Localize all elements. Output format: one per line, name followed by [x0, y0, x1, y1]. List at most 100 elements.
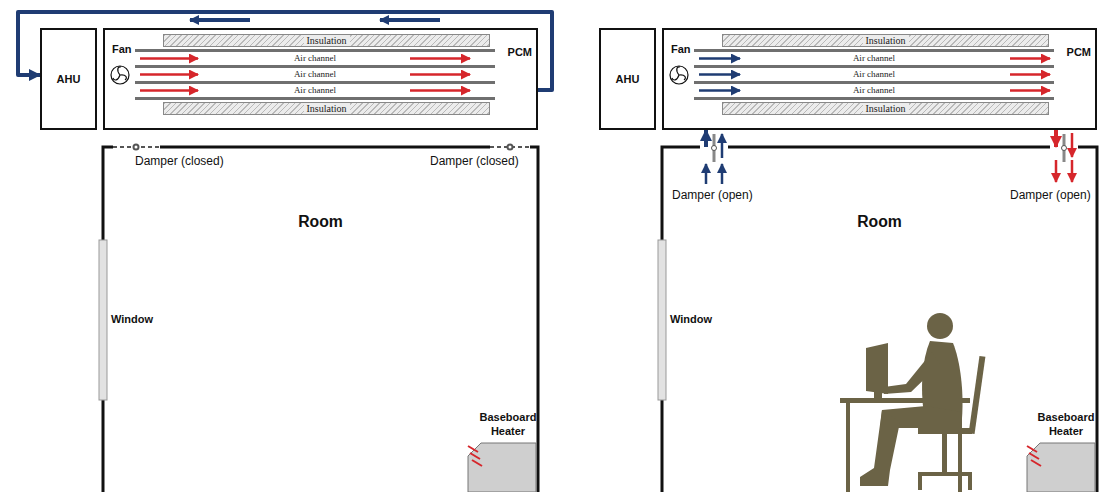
pcm-plenum: PCMInsulationAir channelAir channelAir c… [103, 28, 538, 130]
closed-damper-part [134, 145, 139, 150]
damper-arrows-part [1071, 133, 1074, 157]
return-arrows-part [380, 18, 440, 22]
occupant-at-desk-part [918, 428, 972, 434]
damper-label: Damper (closed) [430, 154, 519, 168]
baseboard-heater-part-part [472, 460, 482, 466]
room-walls [103, 147, 538, 492]
damper-arrows-part [1055, 160, 1058, 182]
window-label: Window [670, 312, 712, 326]
insulation-band-text: Insulation [863, 103, 909, 114]
insulation-band-text: Insulation [863, 35, 909, 46]
occupant-at-desk [840, 313, 985, 492]
window-label: Window [111, 312, 153, 326]
window [658, 240, 666, 400]
open-damper-part [713, 134, 716, 162]
airflow-arrows-part [140, 73, 198, 76]
pcm-plates-part [135, 65, 495, 68]
airflow-arrows-part [410, 89, 470, 92]
baseboard-heater-part [468, 446, 482, 466]
baseboard-heater-part [468, 443, 536, 492]
airflow-arrows-part [140, 57, 198, 60]
heater-label: Baseboard Heater [1036, 410, 1096, 438]
insulation-band: Insulation [163, 102, 490, 115]
room-space-text: Room [103, 213, 538, 231]
room-space-text: Room [662, 213, 1097, 231]
occupant-at-desk-part [860, 410, 900, 486]
baseboard-heater-part-part [468, 446, 478, 452]
airflow-arrows-part [699, 57, 740, 60]
closed-damper [113, 145, 530, 150]
pcm-plenum-text: PCM [508, 46, 532, 58]
occupant-at-desk-part [874, 392, 882, 398]
pcm-plenum-text: PCM [1067, 46, 1091, 58]
damper-arrows-part [721, 134, 724, 158]
insulation-band-text: Insulation [304, 35, 350, 46]
pcm-plates-part [694, 49, 1054, 52]
air-channel: Air channel [694, 68, 1054, 81]
pcm-plates-part [694, 65, 1054, 68]
pcm-plates-part [135, 49, 495, 52]
air-channel: Air channel [135, 84, 495, 97]
pcm-plates-part [694, 81, 1054, 84]
fan-label: Fan [671, 42, 691, 56]
room-space: Room [103, 147, 538, 492]
air-channel: Air channel [135, 52, 495, 65]
occupant-at-desk-part [866, 343, 888, 394]
ahu-box-text: AHU [57, 73, 81, 85]
damper-label: Damper (open) [1010, 188, 1091, 202]
fan-symbol-part [113, 67, 126, 80]
baseboard-heater [1027, 443, 1095, 492]
occupant-at-desk-part [918, 472, 972, 476]
fan-symbol [670, 66, 688, 84]
airflow-arrows-part [699, 73, 740, 76]
occupant-at-desk-part [969, 356, 986, 434]
open-damper-part [1063, 134, 1066, 162]
pcm-plenum: PCMInsulationAir channelAir channelAir c… [662, 28, 1097, 130]
air-channel-text: Air channel [292, 85, 338, 96]
room-walls [662, 147, 1097, 492]
window [99, 240, 107, 400]
airflow-connector [1054, 130, 1058, 147]
open-damper-part [1062, 146, 1067, 151]
air-channel-text: Air channel [851, 85, 897, 96]
air-channel: Air channel [694, 52, 1054, 65]
heater-label: Baseboard Heater [478, 410, 538, 438]
baseboard-heater-part-part [1029, 453, 1039, 459]
damper-label: Damper (closed) [135, 154, 224, 168]
fan-label: Fan [112, 42, 132, 56]
air-channel-text: Air channel [292, 69, 338, 80]
insulation-band: Insulation [722, 102, 1049, 115]
air-channel-text: Air channel [851, 69, 897, 80]
fan-symbol-part [111, 66, 129, 84]
open-damper-part [712, 146, 717, 151]
airflow-arrows-part [1010, 73, 1050, 76]
baseboard-heater-part [1027, 446, 1041, 466]
pcm-plates-part [135, 81, 495, 84]
occupant-at-desk-part [918, 476, 922, 490]
airflow-arrows-part [410, 57, 470, 60]
open-damper [712, 134, 1067, 162]
airflow-arrows-part [410, 73, 470, 76]
baseboard-heater [468, 443, 536, 492]
pcm-plates-part [694, 97, 1054, 100]
occupant-at-desk-part [968, 476, 972, 490]
room-walls-part [103, 147, 538, 492]
baseboard-heater-part-part [1027, 446, 1037, 452]
pcm-plates [694, 49, 1054, 100]
fan-symbol-part [672, 67, 685, 80]
baseboard-heater-part-part [470, 453, 480, 459]
occupant-at-desk-part [884, 352, 940, 394]
fan-symbol [111, 66, 129, 84]
air-channel-text: Air channel [851, 53, 897, 64]
ahu-box: AHU [40, 28, 97, 130]
damper-arrows [706, 133, 1072, 184]
airflow-connector [704, 130, 708, 147]
damper-arrows-part [721, 164, 724, 184]
damper-arrows-part [705, 164, 708, 184]
airflow-arrows-part [1010, 57, 1050, 60]
airflow-arrows-part [1010, 89, 1050, 92]
damper-label: Damper (open) [672, 188, 753, 202]
insulation-band: Insulation [722, 34, 1049, 47]
damper-arrows-part [1071, 160, 1074, 182]
